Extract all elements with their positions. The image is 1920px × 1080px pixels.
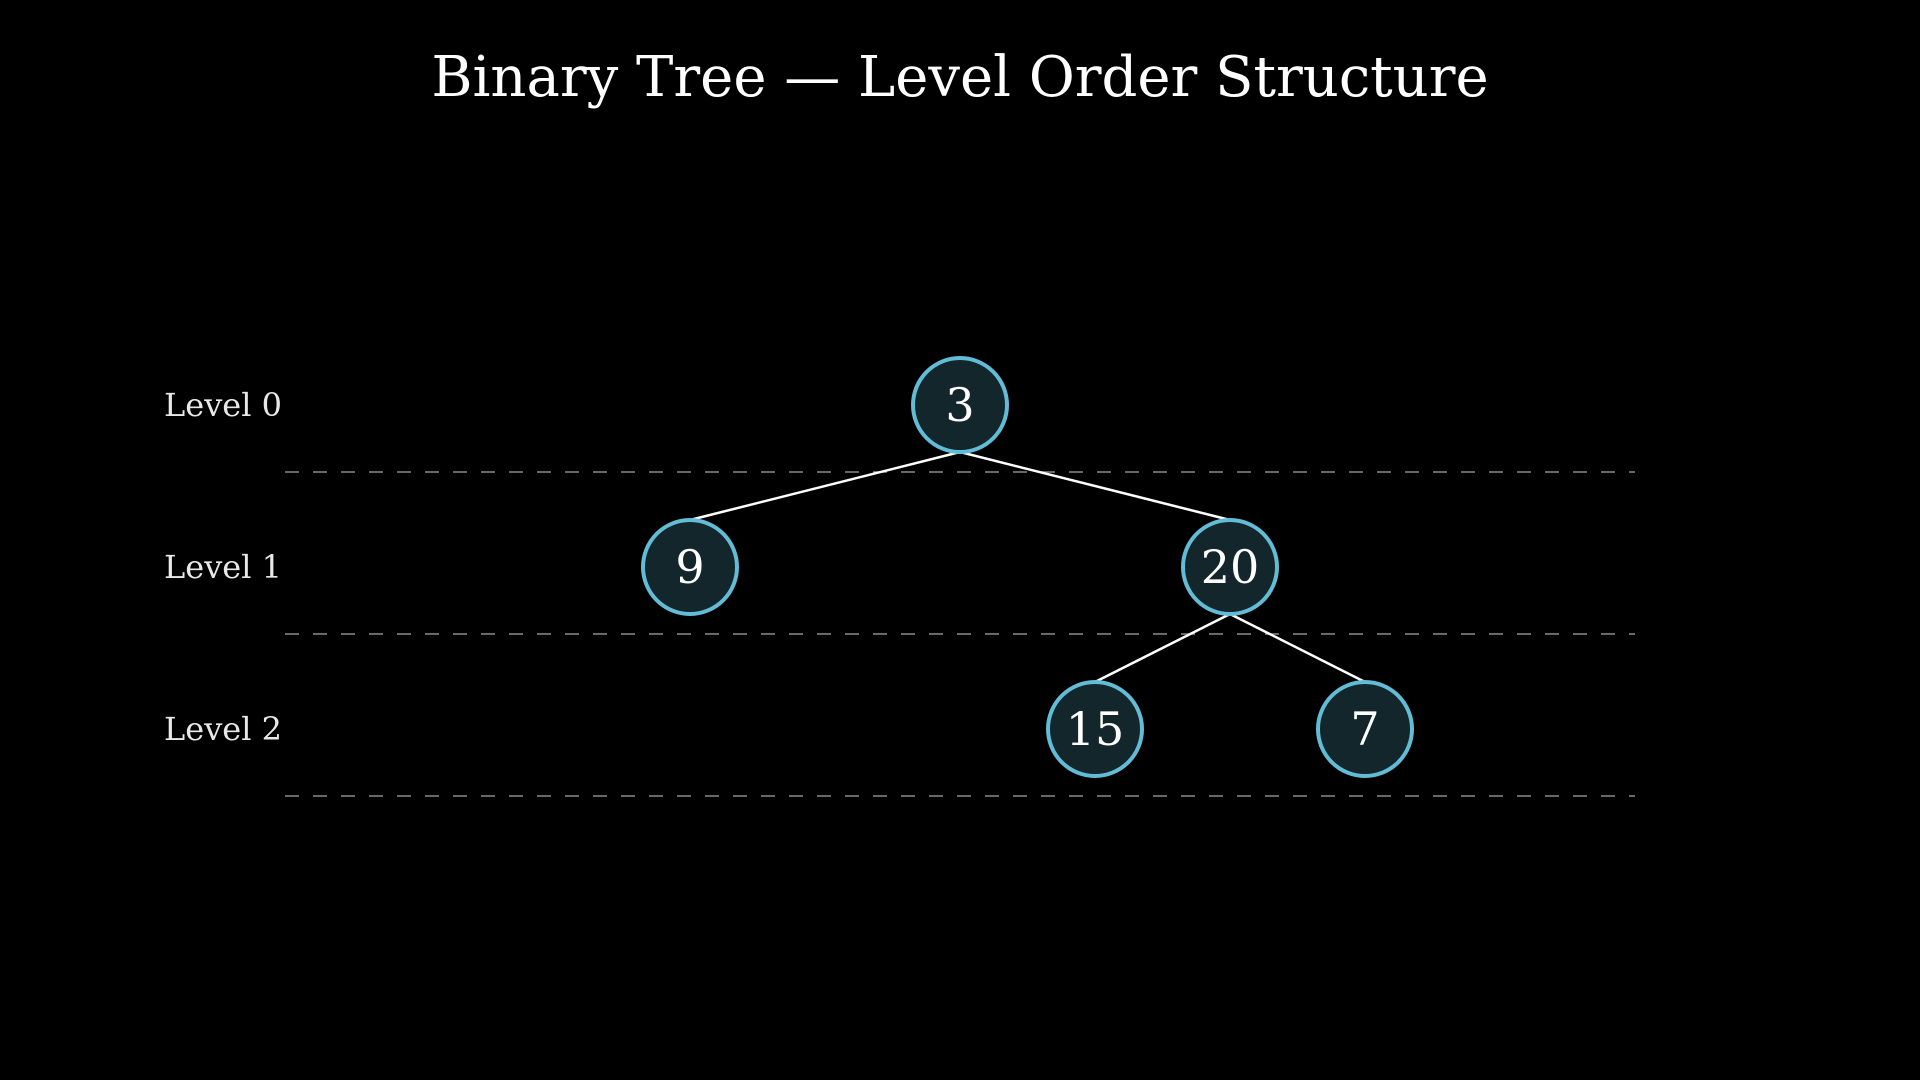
level-guides	[285, 471, 1635, 797]
level-label: Level 2	[164, 710, 282, 748]
node-value: 3	[945, 378, 974, 432]
node-value: 7	[1350, 702, 1379, 756]
level-label: Level 1	[164, 548, 282, 586]
level-label: Level 0	[164, 386, 282, 424]
tree-edge	[959, 450, 1231, 522]
tree-node: 9	[641, 518, 739, 616]
tree-edge	[1229, 612, 1366, 684]
tree-node: 20	[1181, 518, 1279, 616]
node-circle	[1316, 680, 1414, 778]
level-labels: Level 0 Level 1 Level 2	[164, 386, 282, 748]
tree-edge	[689, 450, 961, 522]
node-circle	[911, 356, 1009, 454]
node-circle	[1046, 680, 1144, 778]
tree-node: 15	[1046, 680, 1144, 778]
node-value: 20	[1201, 540, 1260, 594]
node-value: 15	[1066, 702, 1125, 756]
tree-node: 7	[1316, 680, 1414, 778]
tree-edges	[689, 450, 1366, 684]
node-circle	[641, 518, 739, 616]
tree-edge	[1094, 612, 1231, 684]
tree-nodes: 3 9 20 15 7	[641, 356, 1414, 778]
node-value: 9	[675, 540, 704, 594]
tree-node: 3	[911, 356, 1009, 454]
node-circle	[1181, 518, 1279, 616]
diagram-title: Binary Tree — Level Order Structure	[431, 45, 1488, 110]
